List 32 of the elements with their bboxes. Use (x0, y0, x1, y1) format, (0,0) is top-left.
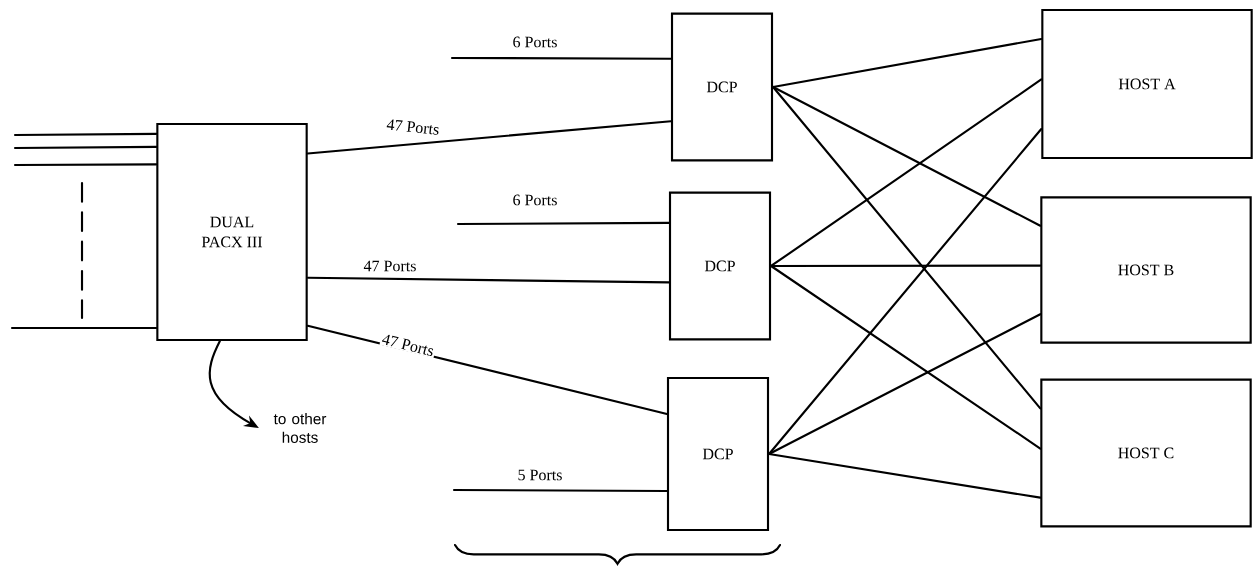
edge-label: 6 Ports (511, 35, 559, 49)
edge-label: 47 Ports (362, 259, 418, 273)
connector-line (768, 313, 1042, 456)
process-box: DCP (670, 12, 774, 162)
connector-line (450, 56, 672, 60)
connector-line (768, 452, 1042, 499)
connector-line (770, 264, 1042, 450)
process-box: DCP (668, 191, 772, 341)
process-box: HOST B (1040, 196, 1252, 344)
process-box: DCP (666, 376, 770, 532)
connector-line (13, 145, 158, 150)
edge-label: 5 Ports (516, 468, 564, 482)
connector-line (452, 488, 668, 493)
connector-line (770, 78, 1043, 268)
note-text: to other hosts (273, 413, 327, 443)
connector-line (10, 326, 158, 330)
process-box: DUAL PACX III (156, 122, 308, 342)
edge-label: 6 Ports (511, 193, 559, 207)
process-box: HOST C (1040, 378, 1252, 528)
connector-line (456, 221, 670, 226)
process-box: HOST A (1041, 8, 1253, 160)
connector-line (13, 163, 158, 167)
connector-line (306, 276, 670, 284)
connector-line (772, 85, 1042, 410)
connector-line (13, 132, 158, 137)
connector-line (768, 127, 1043, 456)
edge-label: 47 Ports (384, 117, 442, 137)
edge-label: 47 Ports (379, 331, 437, 359)
connector-line (306, 120, 672, 155)
connector-line (772, 37, 1043, 89)
connector-line (772, 85, 1042, 227)
connector-line (770, 264, 1042, 268)
